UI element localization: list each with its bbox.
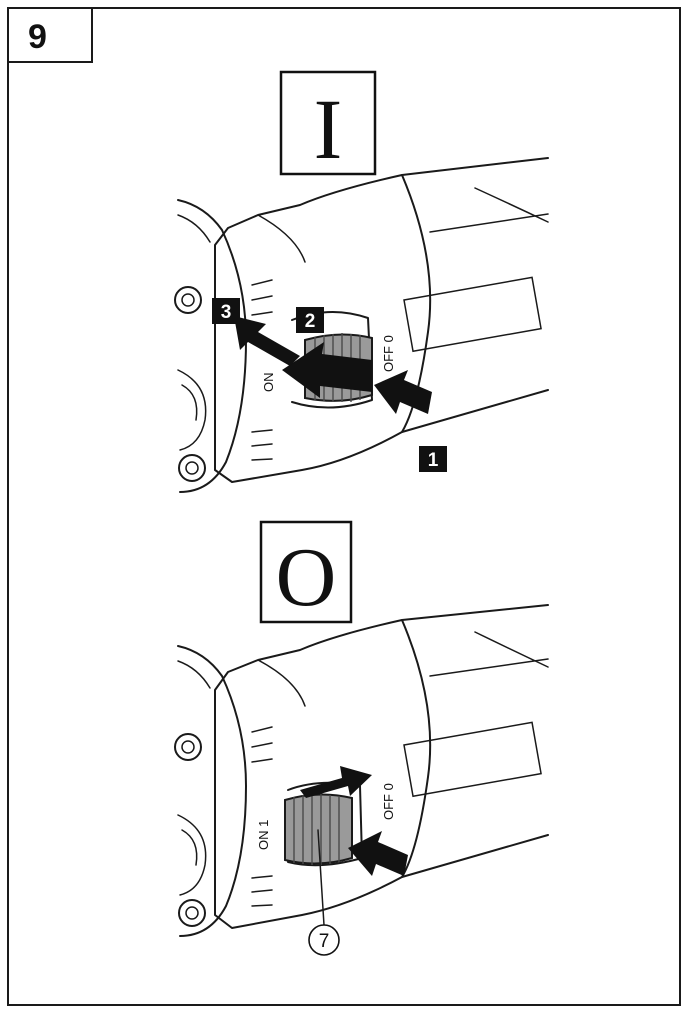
grinder-illustration-top: ON OFF 0 xyxy=(174,157,549,493)
arrow-step-2 xyxy=(282,342,372,398)
arrow-slide-off xyxy=(300,766,372,798)
label-on-bottom: ON 1 xyxy=(256,820,271,850)
mode-box-off xyxy=(259,520,353,624)
label-on-top: ON xyxy=(261,373,276,393)
svg-text:2: 2 xyxy=(305,311,316,332)
callout-leader xyxy=(317,829,325,926)
mode-box-on xyxy=(279,70,377,176)
arrow-step-3 xyxy=(234,316,300,366)
figure-frame xyxy=(7,7,681,1006)
panel-switch-off: O ON 1 xyxy=(174,520,549,956)
label-off-bottom: OFF 0 xyxy=(381,783,396,820)
arrow-step-1 xyxy=(374,370,432,414)
step-badge-1: 1 xyxy=(419,446,447,472)
panel-switch-on: I ON xyxy=(174,70,549,493)
grinder-illustration-bottom: ON 1 OFF 0 xyxy=(174,604,549,937)
label-off-top: OFF 0 xyxy=(381,335,396,372)
svg-text:3: 3 xyxy=(221,302,232,323)
svg-text:7: 7 xyxy=(319,931,330,952)
mode-symbol-on: I xyxy=(314,81,343,177)
svg-text:1: 1 xyxy=(428,450,439,471)
figure-number: 9 xyxy=(28,18,47,56)
step-badge-2: 2 xyxy=(296,307,324,333)
mode-symbol-off: O xyxy=(276,531,337,624)
callout-7: 7 xyxy=(308,924,340,956)
arrow-press-switch xyxy=(348,831,408,876)
step-badge-3: 3 xyxy=(212,298,240,324)
